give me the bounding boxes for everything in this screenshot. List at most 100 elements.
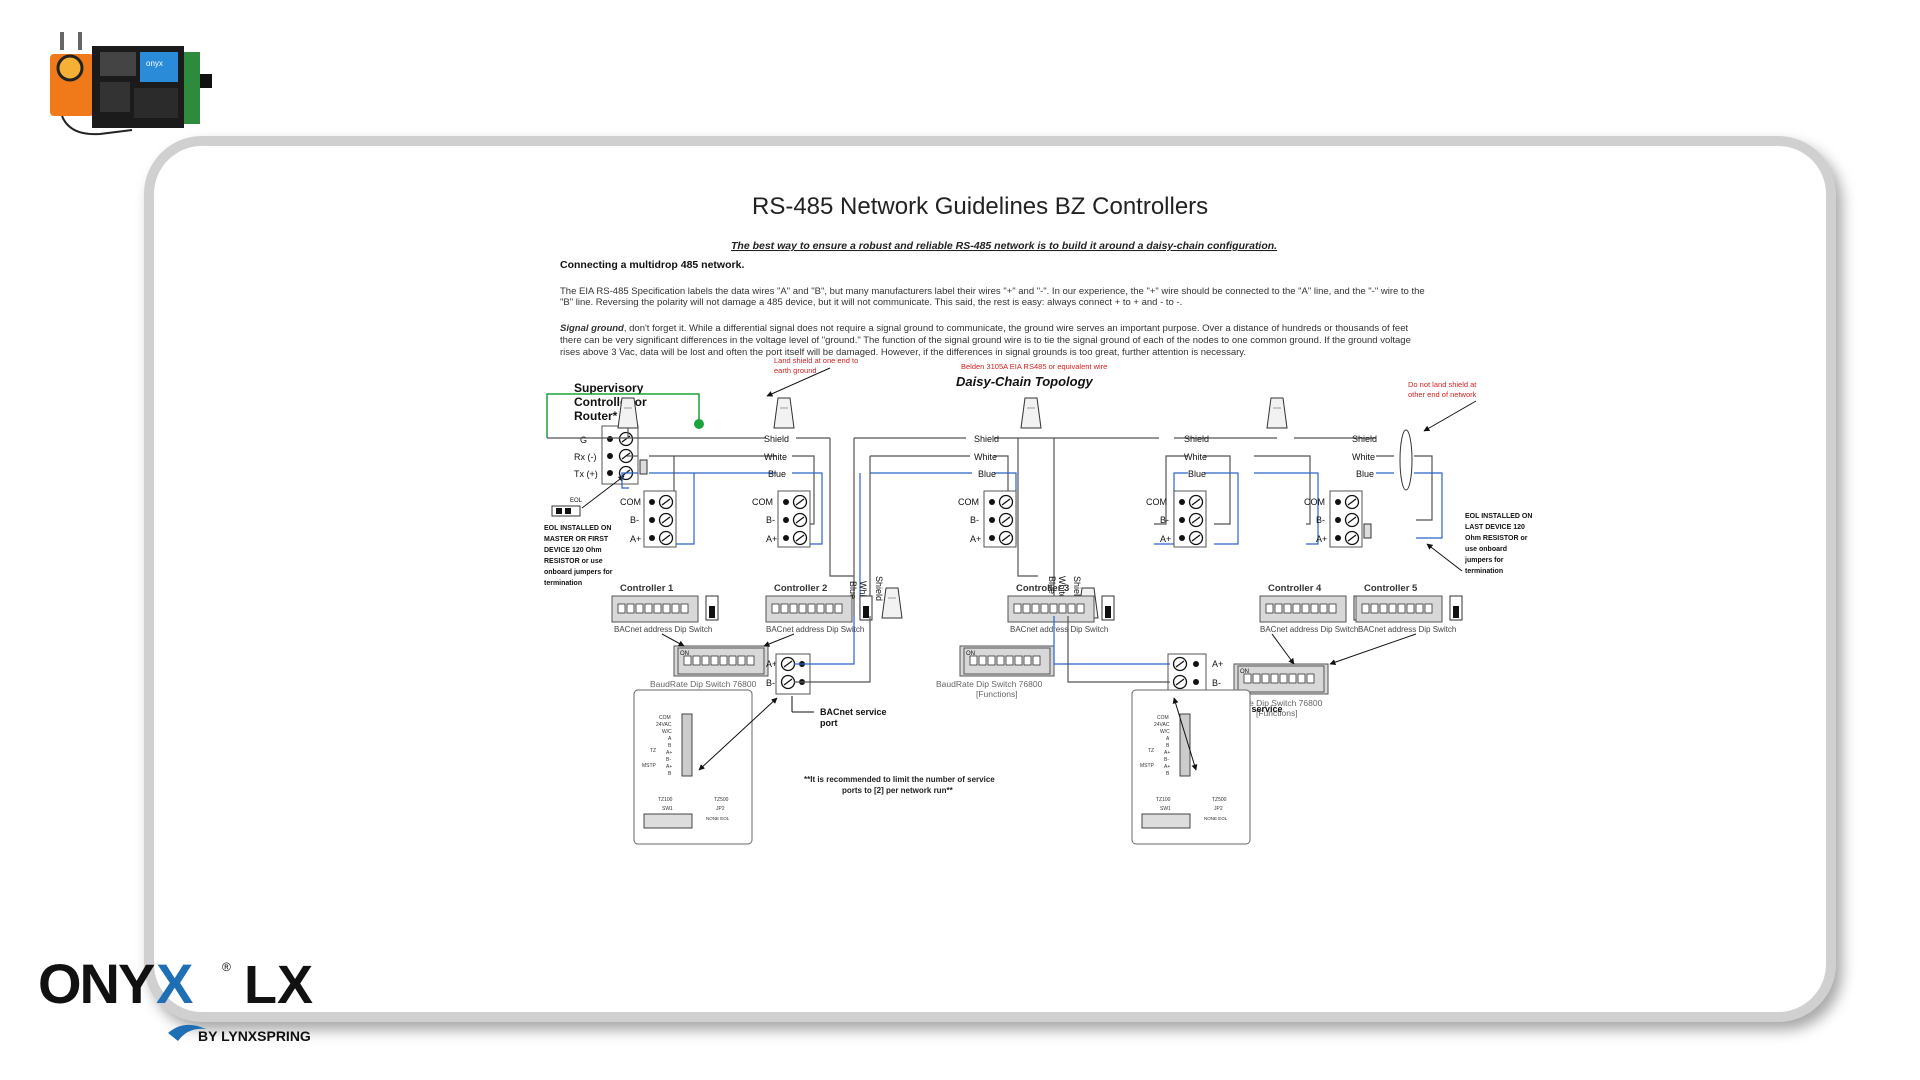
controller-5-label: Controller 5 (1364, 583, 1418, 594)
inset1-tz500: TZ500 (714, 797, 729, 803)
eol-last-3: Ohm RESISTOR or (1465, 535, 1528, 542)
inset2-tz100: TZ100 (1156, 797, 1171, 803)
c1-aplus: A+ (630, 534, 641, 544)
inset2-jp2: JP2 (1214, 806, 1223, 812)
inset2-label-wc: W/C (1160, 729, 1170, 735)
earth-ground-point (694, 419, 704, 429)
service-port-2: A+ B- (1053, 616, 1223, 695)
logo-registered: ® (222, 960, 231, 974)
paragraph-2-line-1: Signal ground, don't forget it. While a … (560, 323, 1408, 334)
inset2-label-a: A (1166, 736, 1170, 742)
inset1-label-b-2: B (668, 771, 672, 777)
c2-aplus: A+ (766, 534, 777, 544)
sup-terminal-rx: Rx (-) (574, 452, 597, 462)
c3-aplus: A+ (970, 534, 981, 544)
baud-dip-label-3b: [Functions] (1256, 708, 1298, 718)
eol-first-2: MASTER OR FIRST (544, 536, 609, 543)
inset2-tz: TZ (1148, 748, 1154, 754)
c4-bminus: B- (1160, 515, 1169, 525)
eol-last-6: termination (1465, 568, 1503, 575)
no-land-note-1: Do not land shield at (1408, 380, 1477, 389)
inset2-none-eol: NONE EOL (1204, 816, 1228, 821)
eol-first-6: termination (544, 580, 582, 587)
vert-label-shield-1: Shield (874, 576, 884, 601)
bus1-blue-label: Blue (768, 469, 786, 479)
topology-title: Daisy-Chain Topology (956, 374, 1094, 389)
vert-label-blue-2: Blue (1047, 576, 1057, 594)
bus2-shield-label: Shield (974, 434, 999, 444)
logo-byline: BY LYNXSPRING (198, 1028, 311, 1044)
controller-4-label: Controller 4 (1268, 583, 1322, 594)
inset2-label-b: B (1166, 743, 1170, 749)
bus4-white-label: White (1352, 452, 1375, 462)
bus4-shield-label: Shield (1352, 434, 1377, 444)
sup-terminal-tx: Tx (+) (574, 469, 598, 479)
bus3-blue-label: Blue (1188, 469, 1206, 479)
paragraph-1-line-1: The EIA RS-485 Specification labels the … (560, 286, 1425, 297)
bus1-shield-label: Shield (764, 434, 789, 444)
inset2-label-bminus: B- (1164, 757, 1169, 763)
vert-label-white-2: White (1057, 576, 1067, 599)
paragraph-2-line-2: there can be very significant difference… (560, 335, 1411, 346)
bus2-blue-label: Blue (978, 469, 996, 479)
inset2-tz500: TZ500 (1212, 797, 1227, 803)
sp1-aplus: A+ (766, 659, 777, 669)
logo-ony: ONY (38, 952, 155, 1015)
bacnet-dip-label-4: BACnet address Dip Switch (1260, 625, 1358, 634)
controller-3-label: Controller 3 (1016, 583, 1069, 594)
baud-dip-label-1a: BaudRate Dip Switch 76800 (650, 679, 757, 689)
inset1-sw1: SW1 (662, 806, 673, 812)
inset1-label-wc: W/C (662, 729, 672, 735)
baud-dip-label-3a: BaudRate Dip Switch 76800 (1216, 698, 1323, 708)
baud-dip-on-2: ON (966, 651, 975, 657)
cable-note: Belden 3105A EIA RS485 or equivalent wir… (961, 362, 1107, 371)
bus3-shield-label: Shield (1184, 434, 1209, 444)
controller-2-label: Controller 2 (774, 583, 827, 594)
bus-segment-3 (1154, 429, 1443, 545)
c2-bminus: B- (766, 515, 775, 525)
c5-com: COM (1304, 497, 1325, 507)
eol-first-1: EOL INSTALLED ON (544, 525, 611, 532)
eol-last-4: use onboard (1465, 546, 1507, 553)
section-heading: Connecting a multidrop 485 network. (560, 259, 744, 271)
eol-jumper-label: EOL (570, 498, 583, 504)
inset2-label-aplus: A+ (1164, 750, 1170, 756)
inset1-label-a: A (668, 736, 672, 742)
no-land-note-2: other end of network (1408, 390, 1477, 399)
vert-label-white-1: White (858, 581, 868, 604)
bacnet-dip-label-3: BACnet address Dip Switch (1010, 625, 1108, 634)
c5-aplus: A+ (1316, 534, 1327, 544)
inset2-sw1: SW1 (1160, 806, 1171, 812)
inset1-mstp: MSTP (642, 763, 657, 769)
inset2-label-com: COM (1157, 715, 1169, 721)
inset1-label-aplus: A+ (666, 750, 672, 756)
inset1-label-com: COM (659, 715, 671, 721)
c4-aplus: A+ (1160, 534, 1171, 544)
inset1-tz100: TZ100 (658, 797, 673, 803)
land-shield-note-1: Land shield at one end to (774, 356, 858, 365)
terminal-strip (184, 52, 200, 124)
inset-wiring-1: COM 24VAC W/C A B A+ B- A+ B TZ MSTP TZ1… (633, 689, 753, 845)
eol-last-2: LAST DEVICE 120 (1465, 524, 1525, 531)
logo-x-mark: X (156, 952, 193, 1015)
inset-wiring-2: COM 24VAC W/C A B A+ B- A+ B TZ MSTP TZ1… (1131, 689, 1251, 845)
baud-dip-label-2a: BaudRate Dip Switch 76800 (936, 679, 1043, 689)
sp1-bminus: B- (766, 678, 775, 688)
eol-last-5: jumpers for (1464, 557, 1504, 564)
c3-bminus: B- (970, 515, 979, 525)
inset2-label-aplus-2: A+ (1164, 764, 1170, 770)
c4-com: COM (1146, 497, 1167, 507)
bacnet-dip-label-5: BACnet address Dip Switch (1358, 625, 1456, 634)
sp2-aplus: A+ (1212, 659, 1223, 669)
controller-3-terminals: COM B- A+ (958, 490, 1017, 548)
service-port-1-label-a: BACnet service (820, 707, 887, 717)
baud-dip-on-3: ON (1240, 669, 1249, 675)
supervisory-label-1: Supervisory (574, 381, 644, 395)
slide-frame (154, 146, 1826, 1012)
paragraph-2-line-3: rises above 3 Vac, data will be lost and… (560, 347, 1246, 358)
inset1-label-bminus: B- (666, 757, 671, 763)
inset1-label-24vac: 24VAC (656, 722, 672, 728)
eol-first-5: onboard jumpers for (544, 569, 613, 576)
bus1-white-label: White (764, 452, 787, 462)
controller-4-terminals: COM B- A+ (1146, 490, 1207, 548)
